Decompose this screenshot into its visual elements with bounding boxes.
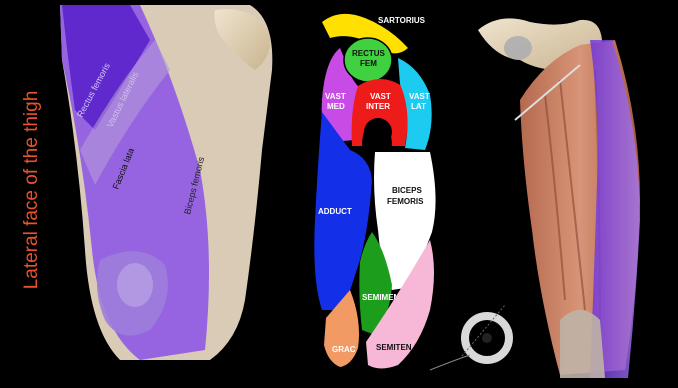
slide-title: Lateral face of the thigh <box>21 91 43 290</box>
label-vast-med-1: VAST <box>325 92 346 101</box>
label-rectus-fem-2: FEM <box>360 59 377 68</box>
lateral-thigh-illustration: Rectus femoris Vastus lateralis Fascia l… <box>60 5 272 360</box>
label-vast-inter-1: VAST <box>370 92 391 101</box>
label-biceps-2: FEMORIS <box>387 197 424 206</box>
label-vast-med-2: MED <box>327 102 345 111</box>
label-rectus-fem-1: RECTUS <box>352 49 386 58</box>
label-grac: GRAC <box>332 345 356 354</box>
label-adduct: ADDUCT <box>318 207 352 216</box>
orientation-inset <box>430 305 509 370</box>
femur-section <box>364 118 392 146</box>
label-vast-inter-2: INTER <box>366 102 390 111</box>
knee-structures <box>560 310 605 378</box>
label-vast-lat-2: LAT <box>411 102 426 111</box>
label-biceps-1: BICEPS <box>392 186 422 195</box>
label-sartorius: SARTORIUS <box>378 16 426 25</box>
thigh-cross-section: SARTORIUS VAST MED RECTUS FEM VAST INTER… <box>314 14 435 369</box>
patella <box>117 263 153 307</box>
label-semiten: SEMITEN <box>376 343 412 352</box>
label-vast-lat-1: VAST <box>409 92 430 101</box>
